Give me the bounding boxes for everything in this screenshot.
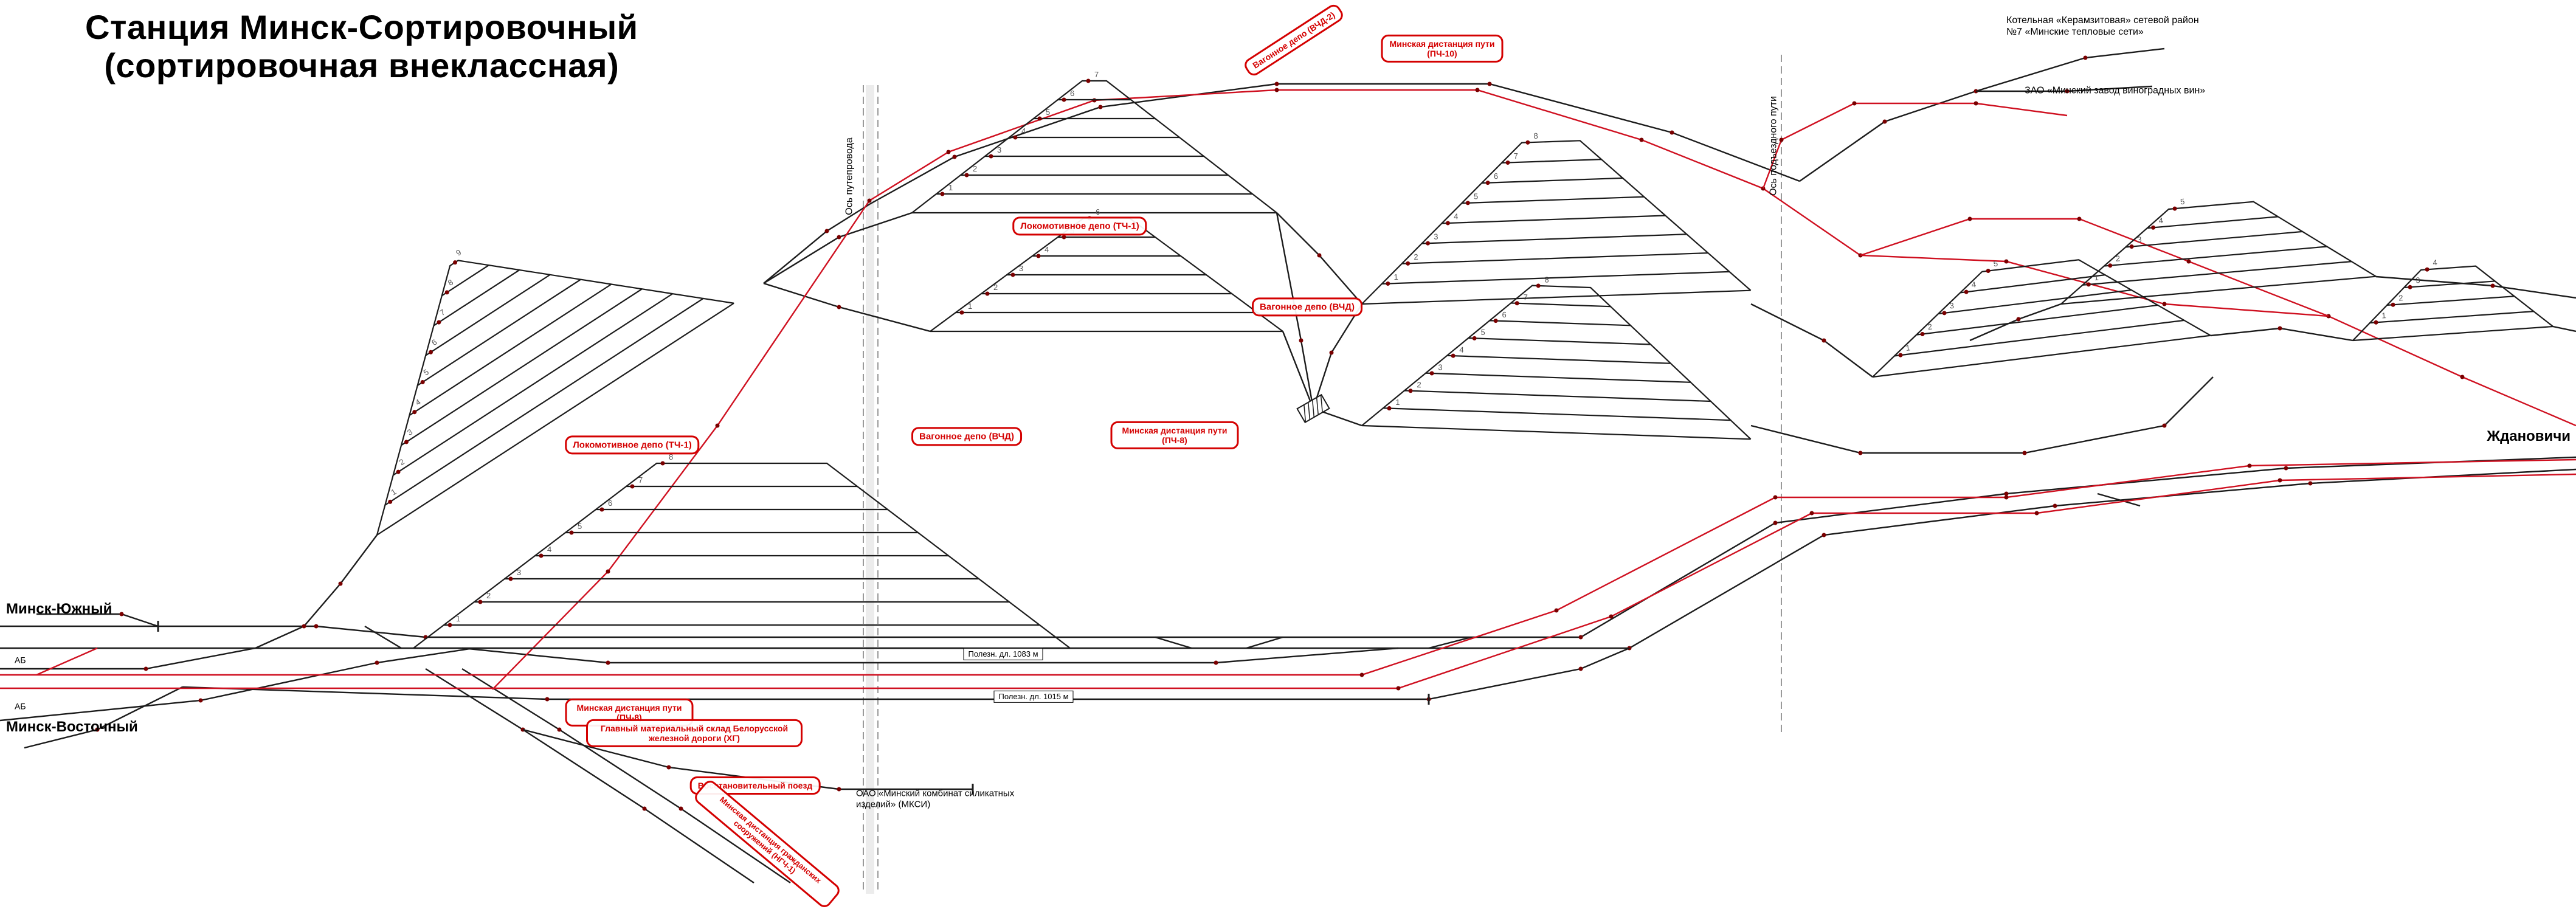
track-number: 2: [2398, 293, 2403, 302]
station-minsk-vostochny: Минск-Восточный: [6, 718, 138, 735]
track-number: 3: [1019, 264, 1023, 273]
track-number: 4: [1459, 345, 1464, 354]
track-number: 5: [1474, 192, 1479, 201]
track-yard: 1 2 3 4 5: [1872, 259, 2211, 378]
label-block-system-2: АБ: [15, 701, 26, 711]
track-number: 3: [1438, 362, 1443, 371]
label-useful-length-1: Полезн. дл. 1083 м: [963, 648, 1043, 661]
track-number: 3: [1949, 301, 1955, 311]
label-overpass-axis: Ось путепровода: [844, 137, 855, 215]
label-track-district-1: Минская дистанция пути (ПЧ-8): [1110, 421, 1239, 450]
track-number: 6: [1494, 171, 1499, 181]
track-number: 1: [456, 614, 460, 623]
track-number: 4: [1971, 280, 1977, 289]
track-number: 4: [2433, 258, 2437, 267]
track-number: 1: [1395, 398, 1400, 407]
track-number: 8: [1544, 275, 1549, 284]
track-number: 1: [2094, 272, 2099, 282]
track-number: 6: [1502, 310, 1507, 319]
track-number: 7: [438, 308, 446, 318]
track-number: 4: [1454, 212, 1459, 221]
track-number: 5: [578, 522, 582, 531]
track-number: 6: [430, 337, 438, 348]
track-yard: 1 2 3 4: [2352, 258, 2554, 342]
track-number: 2: [1414, 252, 1418, 261]
track-number: 8: [1533, 131, 1538, 140]
track-number: 3: [406, 427, 414, 437]
track-number: 1: [2381, 311, 2386, 320]
label-mksi: ОАО «Минский комбинат силикатных изделий…: [856, 788, 1015, 809]
label-track-district-3: Минская дистанция пути (ПЧ-10): [1381, 34, 1504, 63]
label-wagon-depot-2: Вагонное депо (ВЧД): [911, 427, 1022, 446]
track-number: 9: [454, 247, 463, 258]
track-number: 4: [547, 545, 551, 554]
track-number: 7: [1523, 292, 1528, 302]
track-number: 3: [997, 145, 1001, 154]
label-loco-depot-1: Локомотивное депо (ТЧ-1): [1012, 216, 1147, 236]
track-yard: 1 2 3 4 5 6 7: [911, 70, 1277, 214]
track-number: 2: [1417, 380, 1421, 389]
track-number: 6: [608, 499, 612, 508]
track-number: 5: [1046, 108, 1050, 117]
track-number: 2: [398, 457, 406, 468]
station-zhdanovichi: Ждановичи: [2487, 427, 2571, 444]
track-number: 8: [669, 452, 673, 461]
track-number: 4: [413, 397, 422, 407]
title-line1: Станция Минск-Сортировочный: [85, 8, 638, 46]
track-number: 6: [1070, 89, 1074, 98]
track-number: 7: [1513, 151, 1518, 161]
label-useful-length-2: Полезн. дл. 1015 м: [993, 690, 1074, 703]
label-boiler-plant: Котельная «Керамзитовая» сетевой район №…: [2006, 15, 2199, 37]
track-number: 4: [1021, 126, 1026, 136]
track-number: 2: [1927, 322, 1933, 332]
track-number: 5: [422, 367, 430, 378]
track-number: 5: [1993, 259, 1998, 269]
track-yard: 1 2 3 4 5 6 7 8: [413, 452, 1071, 649]
label-block-system-1: АБ: [15, 655, 26, 665]
track-number: 6: [1096, 207, 1100, 216]
track-number: 8: [446, 277, 455, 288]
track-number: 1: [1393, 272, 1398, 282]
diagram-title: Станция Минск-Сортировочный (сортировочн…: [85, 8, 638, 85]
label-loco-depot-2: Локомотивное депо (ТЧ-1): [565, 435, 700, 455]
label-siding-axis: Ось подъездного пути: [1768, 96, 1779, 196]
track-yard: 1 2 3 4 5 6 7 8 9: [376, 247, 734, 536]
station-minsk-yuzhny: Минск-Южный: [6, 600, 112, 617]
sorting-hump-icon: [1296, 393, 1330, 424]
track-number: 3: [1434, 232, 1438, 241]
track-number: 1: [1905, 343, 1911, 353]
track-number: 7: [1094, 70, 1099, 79]
track-number: 3: [2137, 235, 2143, 244]
label-wagon-depot-1: Вагонное депо (ВЧД): [1252, 297, 1362, 317]
label-wine-plant: ЗАО «Минский завод виноградных вин»: [2025, 85, 2206, 96]
track-number: 3: [517, 568, 521, 577]
track-number: 5: [1480, 328, 1485, 337]
track-number: 2: [2115, 254, 2121, 263]
track-number: 1: [389, 487, 398, 497]
track-yard: 1 2 3 4 5 6 7 8: [1361, 275, 1752, 440]
track-number: 2: [993, 283, 998, 292]
track-yard: 1 2 3 4 5 6 7 8: [1361, 131, 1752, 305]
track-number: 2: [486, 591, 491, 600]
track-number: 1: [968, 302, 972, 311]
title-line2: (сортировочная внеклассная): [104, 46, 620, 85]
track-number: 1: [948, 183, 953, 192]
track-number: 2: [973, 164, 977, 173]
track-number: 4: [1045, 245, 1049, 254]
track-number: 5: [2180, 197, 2185, 207]
track-number: 4: [2158, 216, 2164, 226]
label-main-warehouse: Главный материальный склад Белорусской ж…: [586, 719, 803, 748]
track-number: 7: [638, 475, 643, 485]
track-yard: 1 2 3 4 5: [2060, 197, 2377, 305]
track-number: 3: [2415, 275, 2420, 285]
